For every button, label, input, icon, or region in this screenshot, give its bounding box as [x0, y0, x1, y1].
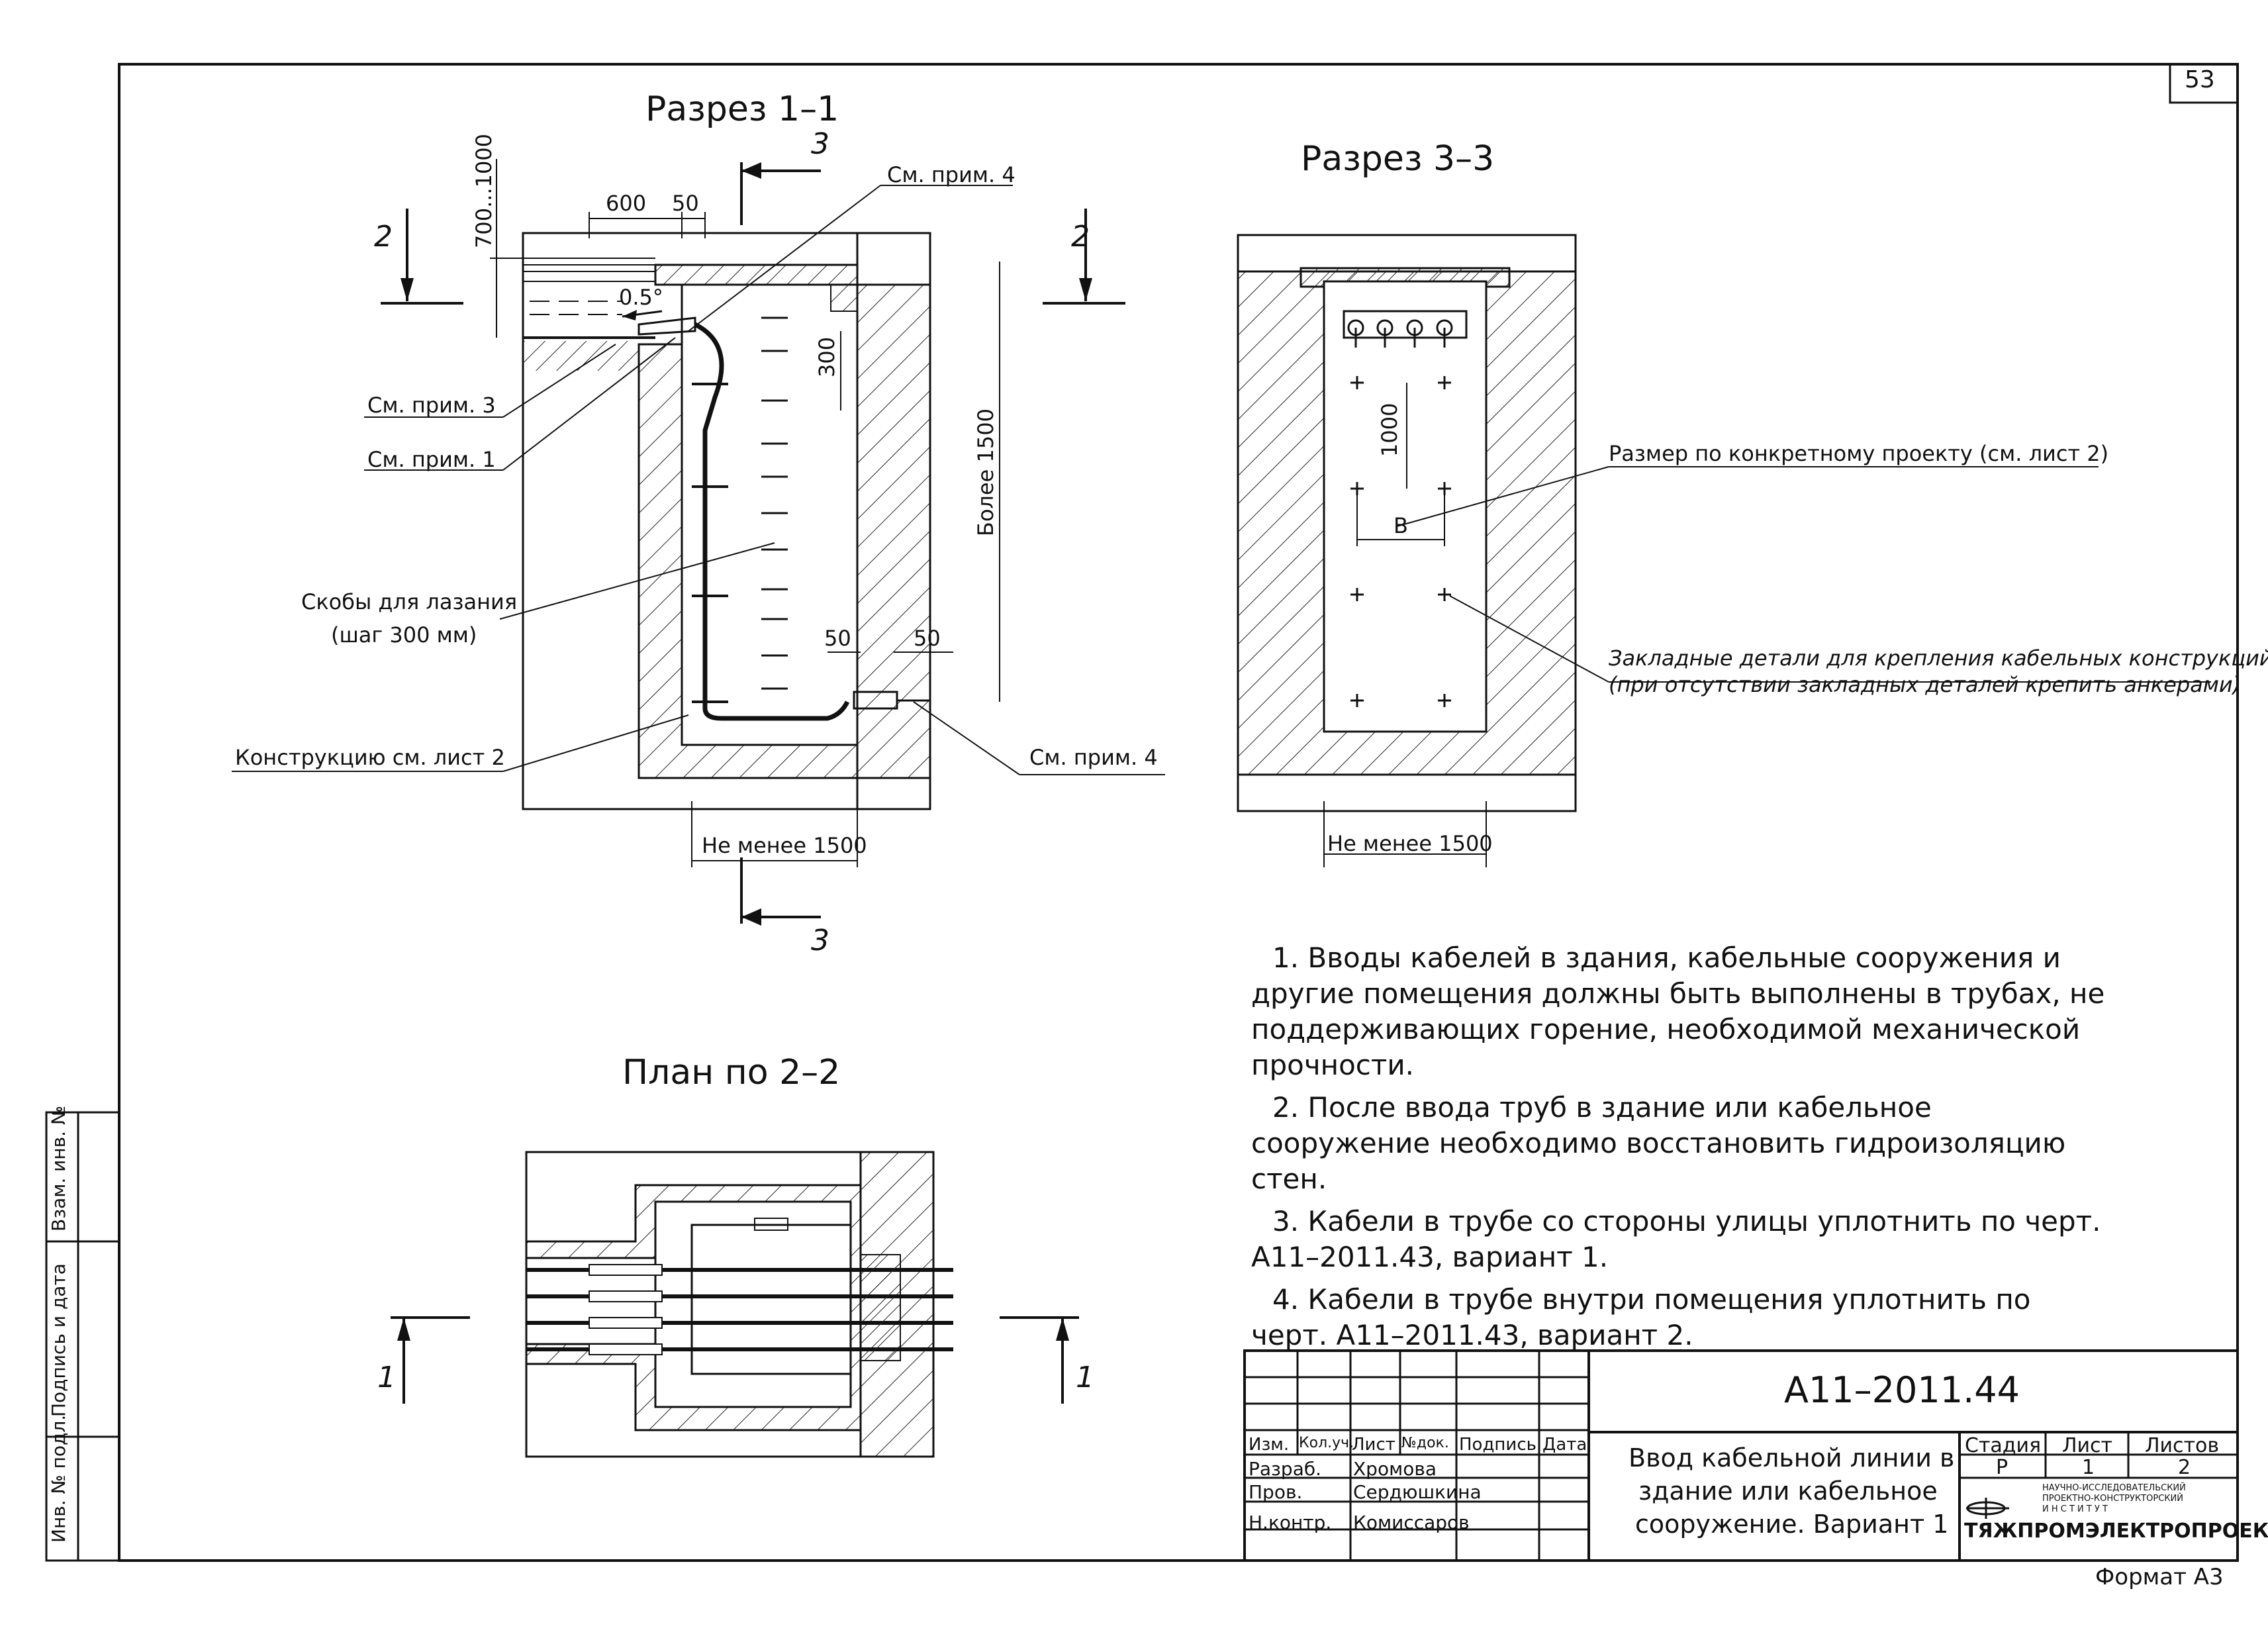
tb-desc-1: Ввод кабельной линии в [1629, 1443, 1955, 1473]
tb-name-prov: Сердюшкина [1353, 1481, 1482, 1503]
callout-skoby-2: (шаг 300 мм) [331, 622, 477, 648]
callout-prim4-top: См. прим. 4 [887, 162, 1016, 187]
tb-org-small-2: ПРОЕКТНО-КОНСТРУКТОРСКИЙ [2042, 1494, 2183, 1504]
tb-desc-2: здание или кабельное [1638, 1476, 1938, 1506]
tb-sheet: 1 [2082, 1456, 2095, 1479]
plan-2-2 [391, 1151, 1079, 1458]
dim-b: B [1394, 513, 1408, 538]
tb-role-nkontr: Н.контр. [1249, 1512, 1332, 1533]
dim-not-less-1500-b: Не менее 1500 [1327, 831, 1493, 856]
marker-1-left: 1 [377, 1361, 396, 1394]
tb-header-ndok: №док. [1401, 1435, 1449, 1451]
marker-3-top: 3 [811, 127, 829, 161]
tb-header-data: Дата [1542, 1435, 1587, 1455]
callout-zaklad-2: (при отсутствии закладных деталей крепит… [1609, 672, 2242, 697]
dim-300: 300 [814, 336, 839, 377]
tb-role-prov: Пров. [1249, 1481, 1303, 1503]
stamp-inv-podl: Инв. № подл. [48, 1414, 70, 1543]
format-label: Формат А3 [2095, 1564, 2224, 1590]
tb-name-razrab: Хромова [1353, 1458, 1437, 1480]
tb-stage-header: Стадия [1965, 1434, 2042, 1457]
dim-50-top: 50 [672, 191, 699, 216]
tb-desc-3: сооружение. Вариант 1 [1635, 1510, 1949, 1539]
tb-org-small-1: НАУЧНО-ИССЛЕДОВАТЕЛЬСКИЙ [2042, 1483, 2186, 1493]
tb-sheets-header: Листов [2145, 1434, 2220, 1457]
marker-2-left: 2 [374, 220, 393, 254]
tb-sheets: 2 [2178, 1456, 2191, 1479]
section-3-3 [1237, 234, 2211, 867]
stamp-vzam-inv: Взам. инв. № [48, 1105, 70, 1232]
callout-konstr: Конструкцию см. лист 2 [235, 745, 505, 770]
dim-600: 600 [606, 191, 647, 216]
tb-role-razrab: Разраб. [1249, 1458, 1322, 1480]
dim-50-left: 50 [824, 626, 851, 651]
tb-org-name: ТЯЖПРОМЭЛЕКТРОПРОЕКТ [1964, 1520, 2268, 1543]
sheet-frame [118, 63, 2239, 1562]
dim-1000: 1000 [1377, 403, 1402, 457]
callout-skoby-1: Скобы для лазания [301, 589, 518, 614]
sheet-number: 53 [2185, 66, 2215, 93]
side-stamp [45, 1111, 120, 1562]
callout-zaklad-1: Закладные детали для крепления кабельных… [1609, 646, 2268, 671]
sheet-number-box [2169, 63, 2239, 104]
tb-header-podpis: Подпись [1459, 1435, 1536, 1455]
tb-org-small-3: И Н С Т И Т У Т [2042, 1504, 2108, 1514]
notes: 1. Вводы кабелей в здания, кабельные соо… [1251, 940, 2105, 1360]
dim-not-less-1500-a: Не менее 1500 [702, 833, 867, 858]
note-3: 3. Кабели в трубе со стороны улицы уплот… [1251, 1205, 2101, 1273]
marker-3-bottom: 3 [811, 924, 829, 957]
note-2: 2. После ввода труб в здание или кабельн… [1251, 1091, 2066, 1195]
callout-prim3: См. прим. 3 [367, 393, 496, 418]
tb-name-nkontr: Комиссаров [1353, 1512, 1470, 1533]
callout-razmer: Размер по конкретному проекту (см. лист … [1609, 441, 2109, 466]
doc-code: А11–2011.44 [1784, 1369, 2020, 1411]
stamp-podpis-data: Подпись и дата [48, 1263, 70, 1417]
dim-700-1000: 700...1000 [471, 133, 496, 248]
plan-2-2-title: План по 2–2 [622, 1053, 841, 1092]
marker-2-right: 2 [1071, 220, 1090, 254]
note-4: 4. Кабели в трубе внутри помещения уплот… [1251, 1283, 2031, 1351]
callout-prim1: См. прим. 1 [367, 447, 496, 472]
tb-header-kolch: Кол.уч. [1299, 1435, 1354, 1451]
dim-more-1500: Более 1500 [973, 409, 998, 536]
dim-slope: 0.5° [619, 285, 663, 310]
note-1: 1. Вводы кабелей в здания, кабельные соо… [1251, 942, 2105, 1081]
title-block [1243, 1349, 2239, 1562]
tb-header-izm: Изм. [1249, 1435, 1290, 1455]
callout-prim4-bottom: См. прим. 4 [1029, 745, 1158, 770]
marker-1-right: 1 [1076, 1361, 1094, 1394]
tb-stage: Р [1996, 1456, 2008, 1479]
tb-sheet-header: Лист [2062, 1434, 2113, 1457]
dim-50-right: 50 [914, 626, 941, 651]
section-1-1-title: Разрез 1–1 [645, 89, 839, 129]
section-1-1 [232, 159, 1165, 926]
section-3-3-title: Разрез 3–3 [1301, 139, 1495, 179]
tb-header-list: Лист [1352, 1435, 1395, 1455]
